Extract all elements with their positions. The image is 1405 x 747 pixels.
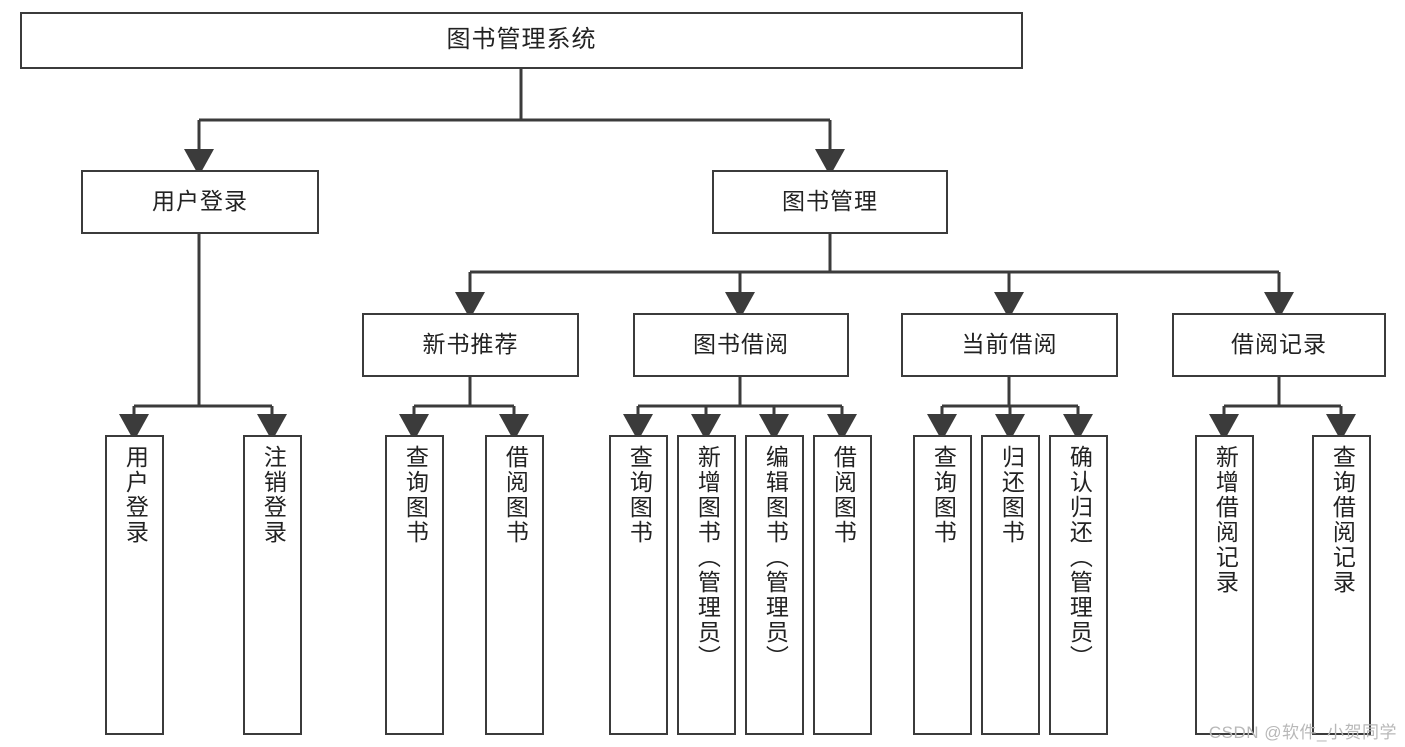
leaf-node[interactable]: 查询图书 [913,435,972,735]
leaf-label: 新增图书（管理员） [694,445,721,670]
leaf-node[interactable]: 用户登录 [105,435,164,735]
leaf-node[interactable]: 查询图书 [385,435,444,735]
node-user-login-label: 用户登录 [152,188,248,215]
leaf-node[interactable]: 借阅图书 [813,435,872,735]
leaf-node[interactable]: 查询借阅记录 [1312,435,1371,735]
leaf-label: 借阅图书 [830,445,857,545]
leaf-label: 确认归还（管理员） [1066,445,1093,670]
leaf-label: 用户登录 [122,445,149,545]
leaf-label: 注销登录 [260,445,287,545]
node-current-borrow-label: 当前借阅 [961,331,1058,358]
node-new-book-recommendation[interactable]: 新书推荐 [362,313,579,377]
node-borrow-record[interactable]: 借阅记录 [1172,313,1386,377]
node-book-borrow-label: 图书借阅 [693,331,789,358]
leaf-label: 查询图书 [402,445,429,545]
watermark: CSDN @软件_小贺同学 [1208,723,1397,742]
node-root-label: 图书管理系统 [446,26,597,54]
leaf-node[interactable]: 注销登录 [243,435,302,735]
leaf-label: 新增借阅记录 [1212,445,1239,595]
leaf-label: 查询图书 [930,445,957,545]
leaf-node[interactable]: 归还图书 [981,435,1040,735]
leaf-node[interactable]: 查询图书 [609,435,668,735]
node-book-management[interactable]: 图书管理 [712,170,948,234]
leaf-label: 借阅图书 [502,445,529,545]
leaf-label: 编辑图书（管理员） [762,445,789,670]
leaf-node[interactable]: 确认归还（管理员） [1049,435,1108,735]
leaf-node[interactable]: 编辑图书（管理员） [745,435,804,735]
node-book-borrow[interactable]: 图书借阅 [633,313,849,377]
node-user-login[interactable]: 用户登录 [81,170,319,234]
node-borrow-record-label: 借阅记录 [1231,331,1327,358]
node-root[interactable]: 图书管理系统 [20,12,1023,69]
node-book-management-label: 图书管理 [782,188,878,215]
leaf-label: 查询借阅记录 [1329,445,1356,595]
leaf-node[interactable]: 新增图书（管理员） [677,435,736,735]
leaf-node[interactable]: 新增借阅记录 [1195,435,1254,735]
node-new-book-recommendation-label: 新书推荐 [422,331,519,358]
leaf-label: 查询图书 [626,445,653,545]
node-current-borrow[interactable]: 当前借阅 [901,313,1118,377]
leaf-node[interactable]: 借阅图书 [485,435,544,735]
leaf-label: 归还图书 [998,445,1025,545]
